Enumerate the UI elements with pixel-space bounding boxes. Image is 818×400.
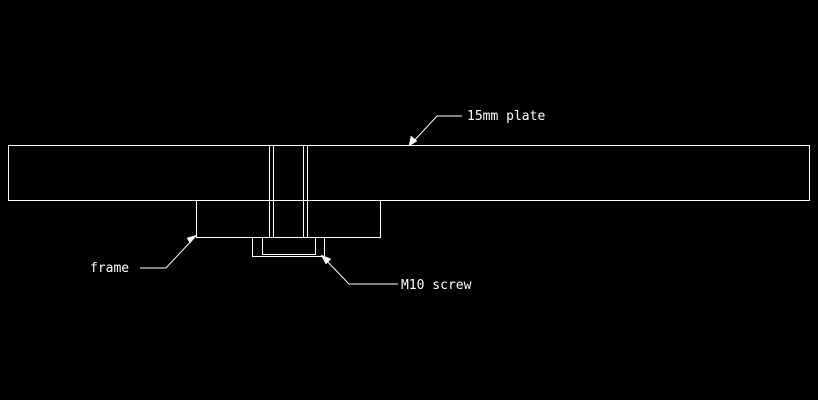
frame-outline [196, 200, 381, 238]
plate-leader-arrow [408, 135, 418, 147]
screw-leader-arrow [320, 254, 332, 265]
frame-leader-arrow [186, 234, 198, 244]
screw-head-outer [252, 237, 325, 257]
screw-head-inner [262, 237, 316, 255]
screw-leader-line [323, 257, 398, 285]
plate-label: 15mm plate [467, 109, 545, 124]
frame-leader-line [140, 237, 195, 269]
screw-label: M10 screw [401, 278, 472, 293]
plate-outline [8, 145, 810, 201]
plate-leader-line [411, 115, 462, 144]
frame-label: frame [90, 261, 129, 276]
